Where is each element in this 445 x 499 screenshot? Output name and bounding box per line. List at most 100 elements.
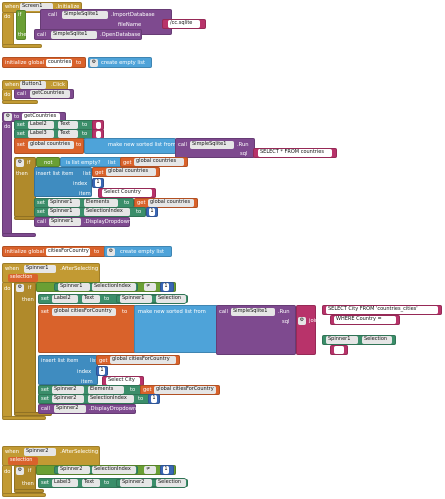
component-dropdown[interactable]: Spinner1 <box>48 208 80 216</box>
component-dropdown[interactable]: Label3 <box>52 479 78 487</box>
compare-number[interactable]: 1 <box>163 283 169 291</box>
index-number[interactable]: 1 <box>95 179 101 187</box>
operator-dropdown[interactable]: ≠ <box>144 283 156 291</box>
gear-icon[interactable]: ⚙ <box>107 248 115 256</box>
get-label: get <box>137 200 146 206</box>
component-dropdown[interactable]: SimpleSqlite1 <box>190 141 234 149</box>
spinner1-selection-getter[interactable] <box>116 295 188 303</box>
variable-dropdown[interactable]: global citiesForCountry <box>110 356 176 364</box>
method-name: .Run <box>237 142 249 148</box>
spinner1-selection-getter[interactable] <box>322 335 396 345</box>
property-dropdown[interactable]: SelectionIndex <box>92 466 136 474</box>
component-dropdown[interactable]: Spinner1 <box>120 295 152 303</box>
component-dropdown[interactable]: Button1 <box>20 81 46 89</box>
property-dropdown[interactable]: SelectionIndex <box>88 395 134 403</box>
empty-text[interactable] <box>96 131 101 138</box>
then-label: then <box>22 481 34 487</box>
property-dropdown[interactable]: Text <box>58 130 78 138</box>
procedure-name-field[interactable]: getCountries <box>22 113 60 121</box>
is-list-empty-label: is list empty? <box>66 160 101 166</box>
join-text-1[interactable]: SELECT City FROM 'countries_cities' <box>326 306 438 314</box>
property-dropdown[interactable]: SelectionIndex <box>84 208 130 216</box>
component-dropdown[interactable]: Spinner2 <box>58 466 90 474</box>
filename-text[interactable]: /cc.sqlite <box>168 20 200 28</box>
property-dropdown[interactable]: Elements <box>88 386 124 394</box>
select-city-text[interactable]: Select City <box>106 377 140 385</box>
empty-text[interactable] <box>96 122 101 129</box>
component-dropdown[interactable]: Spinner2 <box>120 479 152 487</box>
set-label: set <box>17 131 25 137</box>
join-text-2[interactable]: WHERE Country = <box>334 316 396 324</box>
call-display-dropdown-block[interactable] <box>38 404 136 414</box>
not-block[interactable] <box>36 157 60 167</box>
spinner2-selection-getter[interactable] <box>116 479 188 487</box>
call-display-dropdown-block[interactable] <box>34 217 130 227</box>
gear-icon[interactable]: ⚙ <box>16 284 24 292</box>
insert-list-item-block[interactable] <box>34 167 92 197</box>
variable-dropdown[interactable]: global countries <box>28 141 74 149</box>
select-country-text[interactable]: Select Country <box>102 189 152 197</box>
gear-icon[interactable]: ⚙ <box>298 317 306 325</box>
variable-dropdown[interactable]: global citiesForCountry <box>154 386 216 394</box>
gear-icon[interactable]: ⚙ <box>16 159 24 167</box>
selection-param[interactable]: selection <box>8 274 38 282</box>
variable-name-field[interactable]: countries <box>46 59 72 67</box>
procedure-dropdown[interactable]: getCountries <box>30 90 70 98</box>
sql-text[interactable]: SELECT * FROM countries <box>258 149 332 157</box>
component-dropdown[interactable]: Screen1 <box>20 3 53 11</box>
selection-param[interactable]: selection <box>8 457 38 465</box>
component-dropdown[interactable]: Label2 <box>52 295 78 303</box>
get-label: get <box>99 358 108 364</box>
variable-dropdown[interactable]: global countries <box>148 199 194 207</box>
index-number[interactable]: 1 <box>99 367 105 375</box>
component-dropdown[interactable]: Spinner1 <box>48 199 80 207</box>
property-dropdown[interactable]: Text <box>58 121 78 129</box>
property-dropdown[interactable]: Selection <box>156 295 186 303</box>
component-dropdown[interactable]: Label2 <box>28 121 54 129</box>
component-dropdown[interactable]: Spinner2 <box>52 386 84 394</box>
gear-icon[interactable]: ⚙ <box>90 59 98 67</box>
component-dropdown[interactable]: Spinner2 <box>52 395 84 403</box>
method-name: .DisplayDropdown <box>89 406 137 412</box>
do-label: do <box>4 469 11 475</box>
property-dropdown[interactable]: Selection <box>156 479 186 487</box>
to-label: to <box>94 249 100 255</box>
component-dropdown[interactable]: SimpleSqlite1 <box>62 11 108 19</box>
variable-name-field[interactable]: citiesForCountry <box>46 248 90 256</box>
insert-label: insert list item <box>41 358 79 364</box>
component-dropdown[interactable]: SimpleSqlite1 <box>51 31 97 39</box>
insert-list-item-block[interactable] <box>38 355 98 385</box>
init-global-countries-block[interactable] <box>2 57 86 68</box>
join-text-4[interactable] <box>334 346 344 354</box>
create-empty-list-block[interactable] <box>88 57 152 68</box>
property-dropdown[interactable]: Elements <box>84 199 118 207</box>
index-number[interactable]: 1 <box>151 395 157 403</box>
variable-dropdown[interactable]: global countries <box>134 158 184 166</box>
gear-icon[interactable]: ⚙ <box>16 467 24 475</box>
operator-dropdown[interactable]: ≠ <box>144 466 156 474</box>
create-empty-list-block[interactable] <box>104 246 172 257</box>
component-dropdown[interactable]: Spinner1 <box>326 336 358 344</box>
gear-icon[interactable]: ⚙ <box>4 113 12 121</box>
if-block[interactable] <box>16 10 26 40</box>
component-dropdown[interactable]: Spinner1 <box>24 265 56 273</box>
component-dropdown[interactable]: Spinner2 <box>54 405 86 413</box>
property-dropdown[interactable]: Selection <box>362 336 392 344</box>
property-dropdown[interactable]: SelectionIndex <box>92 283 136 291</box>
component-dropdown[interactable]: Spinner2 <box>24 448 56 456</box>
component-dropdown[interactable]: Label3 <box>28 130 54 138</box>
component-dropdown[interactable]: Spinner1 <box>49 218 81 226</box>
set-label: set <box>41 296 49 302</box>
join-block[interactable] <box>296 305 316 355</box>
index-number[interactable]: 1 <box>149 208 155 216</box>
if-footer <box>14 412 52 416</box>
variable-dropdown[interactable]: global citiesForCountry <box>52 308 116 316</box>
property-dropdown[interactable]: Text <box>82 479 100 487</box>
component-dropdown[interactable]: SimpleSqlite1 <box>231 308 275 316</box>
compare-number[interactable]: 1 <box>163 466 169 474</box>
make-sorted-list-block[interactable] <box>134 305 218 353</box>
variable-dropdown[interactable]: global countries <box>106 168 156 176</box>
component-dropdown[interactable]: Spinner1 <box>58 283 90 291</box>
property-dropdown[interactable]: Text <box>82 295 100 303</box>
if-label: if <box>28 285 32 291</box>
